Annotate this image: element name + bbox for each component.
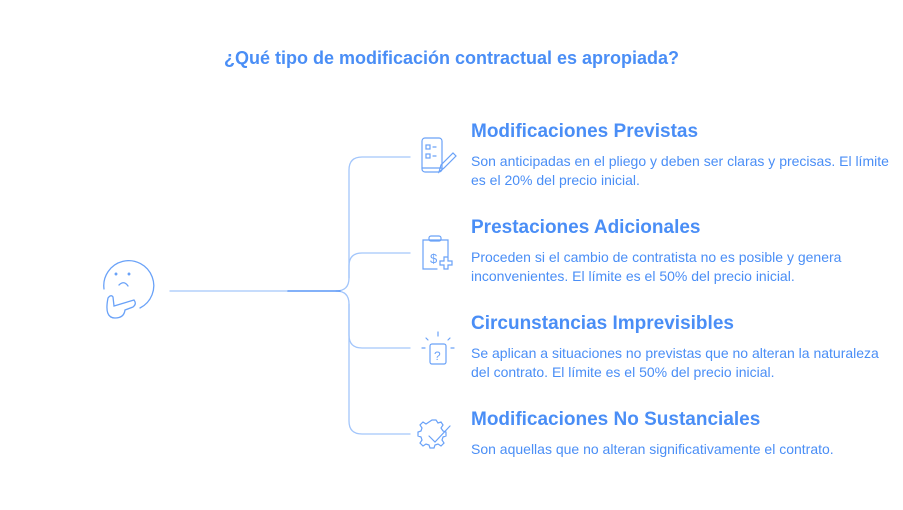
option-description: Son anticipadas en el pliego y deben ser… — [471, 153, 889, 188]
thinking-face-icon — [103, 260, 155, 319]
svg-text:?: ? — [434, 349, 441, 363]
option-heading: Circunstancias Imprevisibles — [471, 313, 734, 334]
option-circunstancias-imprevisibles: Circunstancias Imprevisibles Se aplican … — [471, 312, 891, 382]
option-description: Son aquellas que no alteran significativ… — [471, 441, 834, 457]
option-heading: Modificaciones Previstas — [471, 121, 699, 142]
option-modificaciones-no-sustanciales: Modificaciones No Sustanciales Son aquel… — [471, 408, 891, 459]
option-description: Proceden si el cambio de contratista no … — [471, 249, 842, 284]
diagram-title: ¿Qué tipo de modificación contractual es… — [223, 48, 680, 68]
gear-check-icon — [417, 419, 451, 449]
svg-text:$: $ — [430, 251, 438, 266]
option-heading: Prestaciones Adicionales — [471, 217, 701, 238]
option-prestaciones-adicionales: Prestaciones Adicionales Proceden si el … — [471, 216, 891, 286]
option-heading: Modificaciones No Sustanciales — [471, 409, 761, 430]
checklist-pencil-icon — [421, 137, 457, 174]
clipboard-dollar-plus-icon: $ — [422, 235, 453, 270]
option-description: Se aplican a situaciones no previstas qu… — [471, 345, 879, 380]
option-modificaciones-previstas: Modificaciones Previstas Son anticipadas… — [471, 120, 891, 190]
question-box-icon: ? — [421, 331, 455, 365]
